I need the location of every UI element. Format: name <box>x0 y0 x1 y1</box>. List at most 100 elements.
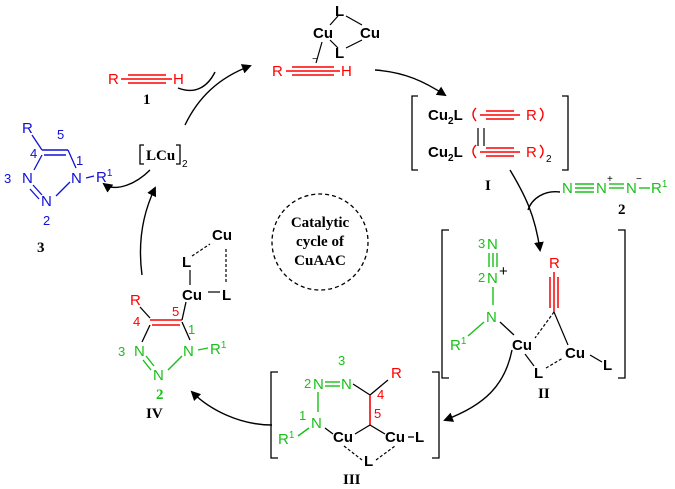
I-subscript-2: 2 <box>546 154 552 165</box>
III-num-1: 1 <box>299 408 306 423</box>
P3-R1: R1 <box>96 168 113 186</box>
III-Cu2: Cu <box>385 429 405 446</box>
III-num-5: 5 <box>374 406 381 421</box>
IV-Cu-top: Cu <box>212 227 232 244</box>
intermediate-III: 3 2 N N R 4 5 1 N R1 Cu Cu L L III <box>270 353 440 488</box>
I-R-top: R <box>526 107 537 124</box>
P3-num-4: 4 <box>30 146 37 161</box>
cycle-arrows <box>102 64 561 426</box>
arrow-to-acetylide <box>374 69 447 97</box>
azide-N2: N <box>596 180 607 197</box>
IV-num-3: 3 <box>118 344 125 359</box>
III-num-3: 3 <box>338 353 345 368</box>
intermediate-IV: R 4 5 Cu L L Cu 1 N R1 3 N N 2 IV <box>118 227 232 422</box>
P3-num-3: 3 <box>4 171 11 186</box>
P3-N2: N <box>41 193 52 210</box>
III-N1: N <box>311 415 322 432</box>
center-line-3: CuAAC <box>294 253 346 269</box>
pi-R: R <box>272 63 283 80</box>
label-compound-2: 2 <box>618 202 626 218</box>
azide-N1: N <box>562 180 573 197</box>
pi-minus: − <box>312 54 318 65</box>
intermediate-II: 3 N 2 N + N R1 Cu R Cu L L II <box>441 229 626 402</box>
pi-L-top: L <box>335 3 344 20</box>
IV-Cu: Cu <box>182 287 202 304</box>
catalyst-LCu2: LCu 2 <box>139 144 188 170</box>
center-label-group: Catalytic cycle of CuAAC <box>271 193 369 291</box>
II-L-right: L <box>603 357 612 374</box>
II-N-top: N <box>487 236 498 253</box>
III-R1: R1 <box>278 430 295 448</box>
azide-N3: N <box>626 180 637 197</box>
II-N-bottom: N <box>486 309 497 326</box>
arrow-to-triazolide-IV <box>190 390 273 426</box>
pi-H: H <box>341 63 352 80</box>
IV-N2: N <box>153 367 164 384</box>
III-Cu1: Cu <box>333 429 353 446</box>
IV-num-2: 2 <box>156 387 164 403</box>
alkyne-H: H <box>173 71 184 88</box>
arrow-to-metallacycle-III <box>443 349 513 422</box>
azide-plus: + <box>607 174 613 185</box>
compound-2-azide: N N + N − R1 2 <box>562 174 668 218</box>
I-R-bottom: R <box>526 144 537 161</box>
III-R: R <box>391 365 402 382</box>
arrow-azide-entry <box>527 191 561 211</box>
III-L-right: L <box>415 429 424 446</box>
label-intermediate-IV: IV <box>146 406 163 422</box>
IV-L-right: L <box>222 287 231 304</box>
center-line-2: cycle of <box>296 234 345 250</box>
arrow-alkyne-entry <box>177 71 216 92</box>
label-intermediate-I: I <box>485 178 491 194</box>
arrow-to-product-3 <box>102 169 151 193</box>
alkyne-R: R <box>108 71 119 88</box>
label-intermediate-III: III <box>343 472 361 488</box>
pi-Cu2: Cu <box>360 25 380 42</box>
center-line-1: Catalytic <box>291 215 350 231</box>
compound-1-alkyne: R H 1 <box>108 71 184 108</box>
catalyst-subscript: 2 <box>182 159 188 170</box>
IV-num-1: 1 <box>188 322 195 337</box>
P3-num-1: 1 <box>76 153 83 168</box>
intermediate-I: Cu2L R Cu2L R 2 I <box>411 95 569 194</box>
IV-L-left: L <box>182 254 191 271</box>
IV-N1: N <box>183 343 194 360</box>
II-N-mid: N <box>487 270 498 287</box>
azide-R1: R1 <box>651 179 668 197</box>
product-3-triazole: R 4 5 1 N R1 3 N N 2 3 <box>4 120 113 256</box>
III-L-bottom: L <box>364 453 373 470</box>
III-N2: N <box>313 376 324 393</box>
catalyst-text: LCu <box>146 148 175 164</box>
IV-num-5: 5 <box>172 304 179 319</box>
III-num-2: 2 <box>304 376 311 391</box>
II-L-bottom: L <box>534 365 543 382</box>
P3-N3: N <box>22 170 33 187</box>
I-cu2l-top: Cu2L <box>428 107 463 127</box>
II-Cu1: Cu <box>512 337 532 354</box>
center-dashed-circle <box>271 193 369 291</box>
arrow-catalyst-to-pi-complex <box>184 64 252 126</box>
P3-R: R <box>22 120 33 137</box>
II-plus: + <box>499 263 508 280</box>
pi-L-bottom: L <box>335 45 344 62</box>
azide-minus: − <box>636 174 642 185</box>
II-Cu2: Cu <box>565 345 585 362</box>
II-num-2: 2 <box>478 270 485 285</box>
pi-complex-top: R H − Cu Cu L L <box>272 3 380 80</box>
label-intermediate-II: II <box>538 386 550 402</box>
IV-R: R <box>130 292 141 309</box>
P3-N1: N <box>71 170 82 187</box>
label-compound-3: 3 <box>37 240 45 256</box>
label-compound-1: 1 <box>143 92 151 108</box>
III-N3: N <box>341 376 352 393</box>
II-R: R <box>549 255 560 272</box>
II-num-3: 3 <box>478 236 485 251</box>
III-num-4: 4 <box>377 387 384 402</box>
P3-num-5: 5 <box>57 127 64 142</box>
P3-num-2: 2 <box>43 213 50 228</box>
IV-N3: N <box>134 343 145 360</box>
arrow-to-catalyst-regen <box>139 186 157 276</box>
arrow-to-complex-II <box>509 169 544 252</box>
pi-Cu1: Cu <box>313 25 333 42</box>
